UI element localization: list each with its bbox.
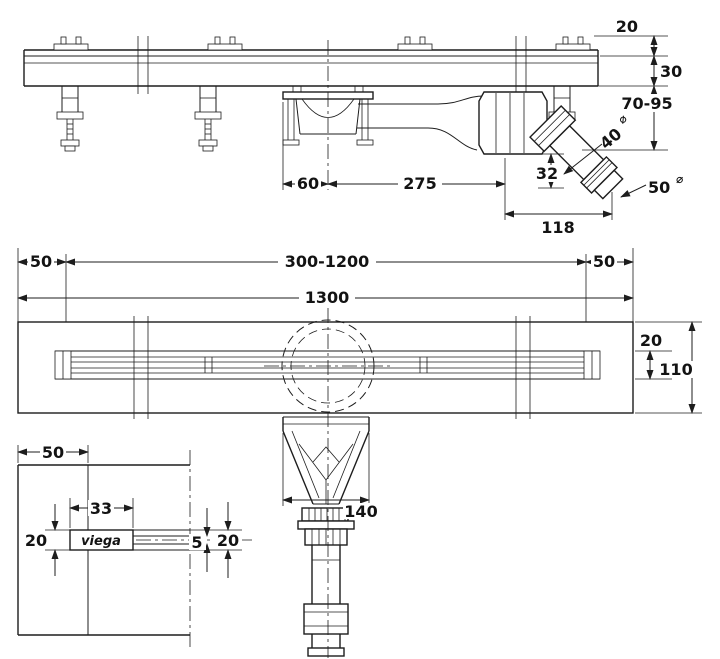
dim-grate-width-label: 20: [640, 331, 662, 350]
funnel: [282, 416, 370, 505]
support-leg-middle: [194, 86, 222, 152]
detail-dimension-33: 33: [69, 498, 134, 528]
dim-edge-width-label: 33: [90, 499, 112, 518]
outlet-bend: [357, 95, 485, 151]
support-leg-left: [56, 86, 84, 152]
dim-outlet-drop-label: 32: [536, 164, 558, 183]
plan-view: 50 300-1200 50 1300: [17, 248, 702, 419]
dim-length-range-label: 300-1200: [285, 252, 370, 271]
dim-funnel-width-label: 140: [344, 502, 377, 521]
dim-pipe-dia-label: 50: [648, 178, 670, 197]
dim-install-height-label: 70-95: [621, 94, 672, 113]
plan-dimensions-top: 50 300-1200 50 1300: [17, 248, 634, 322]
trap-front-view: 140: [282, 308, 380, 658]
dim-right-margin-label: 50: [593, 252, 615, 271]
dim-flange-width-label: 50: [42, 443, 64, 462]
diameter-symbol: ⌀: [615, 111, 630, 126]
dim-height-left-label: 20: [25, 531, 47, 550]
dim-flange-offset-label: 60: [297, 174, 319, 193]
channel-outline-plan: [17, 321, 634, 414]
brand-plate: [69, 529, 134, 551]
dim-body-width-label: 110: [659, 360, 692, 379]
front-dimension-140: 140: [282, 433, 380, 521]
dim-outlet-diameter: 40 ⌀: [596, 111, 630, 153]
detail-dimension-20-left: 20: [25, 504, 59, 576]
dim-trap-projection-label: 118: [541, 218, 574, 237]
plan-dimensions-right: 20 110: [635, 321, 702, 414]
dim-center-to-outlet-label: 275: [403, 174, 436, 193]
outlet-pipe-45deg: [529, 105, 624, 200]
diameter-symbol: ⌀: [676, 172, 683, 186]
side-dimensions: 20 30 70-95 40 ⌀ 50 ⌀ 32 60 275: [282, 17, 683, 237]
corner-detail-view: viega 50 33 20 5: [17, 443, 252, 648]
detail-dimension-5: 5: [189, 508, 211, 572]
brand-label: viega: [81, 534, 121, 549]
trap-coupling: [297, 507, 355, 546]
mounting-brackets: [53, 36, 591, 51]
grate-plan: [54, 350, 601, 380]
dim-height-right-label: 20: [217, 531, 239, 550]
dim-outlet-dia-label: 40: [596, 124, 625, 153]
dim-channel-height-label: 30: [660, 62, 682, 81]
dim-slot-gap-label: 5: [191, 533, 202, 552]
dim-total-length-label: 1300: [305, 288, 350, 307]
channel-profile-side: [23, 49, 599, 87]
detail-dimension-20-right: 20: [214, 502, 242, 578]
dim-top-clearance-label: 20: [616, 17, 638, 36]
side-elevation-view: 20 30 70-95 40 ⌀ 50 ⌀ 32 60 275: [23, 17, 683, 237]
dim-left-margin-label: 50: [30, 252, 52, 271]
break-lines-plan: [133, 316, 531, 419]
break-lines-side: [137, 36, 527, 94]
trap-pipe: [303, 545, 349, 657]
detail-dimension-50: 50: [17, 443, 89, 463]
